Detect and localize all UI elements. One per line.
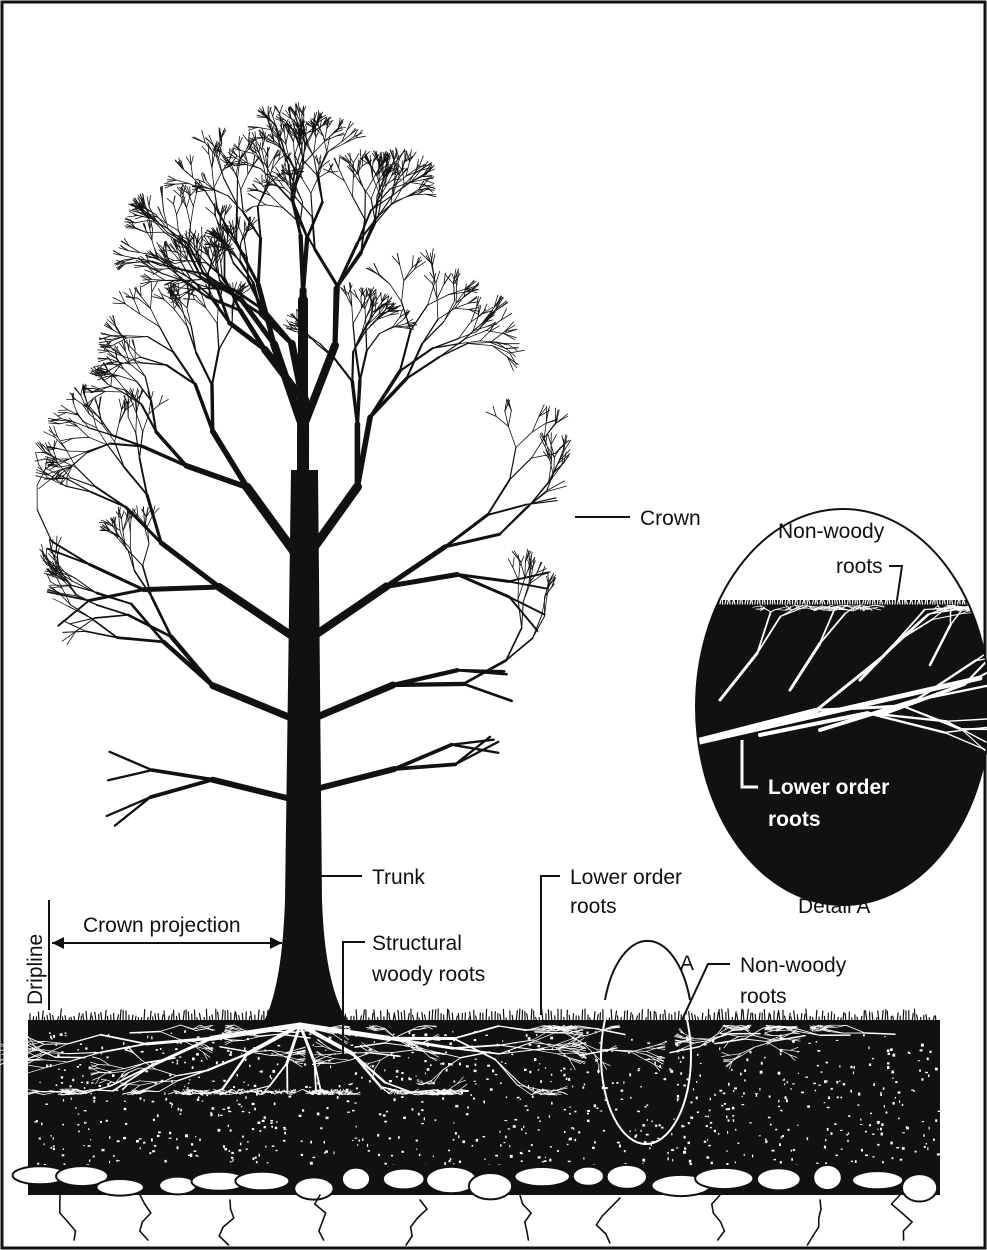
detail-a-marker-label: A xyxy=(680,952,694,975)
detail-nonwoody-label-1: Non-woody xyxy=(778,520,885,543)
soil-layer xyxy=(0,1009,941,1170)
subsoil-rocks xyxy=(13,1165,940,1202)
detail-nonwoody-label-2: roots xyxy=(836,555,883,578)
structural-roots-label-2: woody roots xyxy=(371,963,485,986)
deep-roots xyxy=(60,1195,912,1245)
lower-order-roots-leader xyxy=(541,876,560,1015)
crown-projection-arrow xyxy=(52,937,282,949)
detail-lower-label-2: roots xyxy=(768,808,821,831)
detail-a-caption: Detail A xyxy=(798,895,870,918)
lower-order-roots-label-2: roots xyxy=(570,895,617,918)
crown-label: Crown xyxy=(640,507,701,530)
lower-order-roots-label-1: Lower order xyxy=(570,866,682,889)
detail-lower-label-1: Lower order xyxy=(768,776,889,799)
trunk-label: Trunk xyxy=(372,866,425,889)
nonwoody-roots-label-1: Non-woody xyxy=(740,954,847,977)
dripline-label: Dripline xyxy=(24,934,47,1005)
nonwoody-roots-label-2: roots xyxy=(740,985,787,1008)
crown-projection-label: Crown projection xyxy=(83,914,241,937)
structural-roots-label-1: Structural xyxy=(372,932,462,955)
